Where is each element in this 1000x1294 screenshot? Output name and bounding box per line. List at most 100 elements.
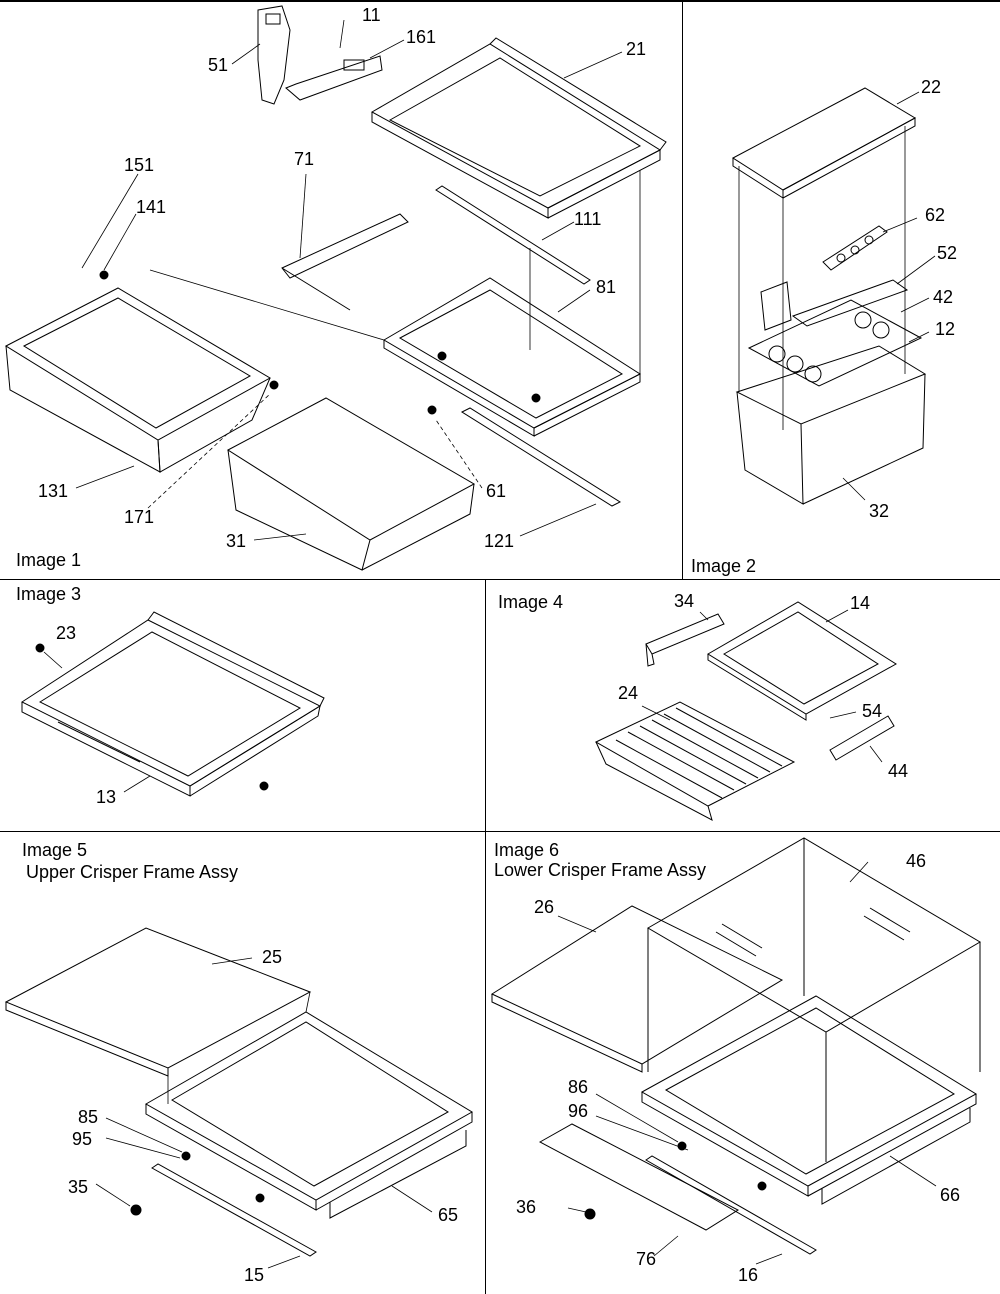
- image-2-exploded-view: [683, 0, 1000, 579]
- image-3-shelf: [0, 580, 485, 831]
- callout-24: 24: [618, 683, 639, 703]
- callout-151: 151: [124, 155, 155, 175]
- part-14-shelf: [708, 602, 896, 720]
- callout-51: 51: [208, 55, 229, 75]
- panel-image-4: Image 4 34 14 24 54 44: [486, 580, 1000, 831]
- image-4-exploded-view: [486, 580, 1000, 831]
- callout-25: 25: [262, 947, 283, 967]
- image-5-leader-lines: [96, 958, 432, 1268]
- callout-141: 141: [136, 197, 167, 217]
- part-22-lid: [733, 88, 915, 198]
- panel-5-title: Image 5: [22, 840, 88, 860]
- callout-44: 44: [888, 761, 909, 781]
- image-5-guide-lines: [168, 992, 310, 1104]
- part-21-shelf: [372, 38, 666, 218]
- callout-23: 23: [56, 623, 77, 643]
- top-border: [0, 0, 1000, 2]
- image-6-leader-lines: [558, 862, 936, 1264]
- part-16-rail: [646, 1156, 816, 1254]
- divider-vertical-top: [682, 0, 683, 580]
- part-71-rail: [282, 214, 408, 310]
- callout-22: 22: [921, 77, 942, 97]
- callout-76: 76: [636, 1249, 657, 1269]
- callout-121: 121: [484, 531, 515, 551]
- callout-16: 16: [738, 1265, 759, 1285]
- callout-42: 42: [933, 287, 954, 307]
- callout-65: 65: [438, 1205, 459, 1225]
- callout-85: 85: [78, 1107, 99, 1127]
- divider-horizontal-2: [0, 831, 1000, 832]
- image-6-exploded-view: [486, 832, 1000, 1294]
- callout-26: 26: [534, 897, 555, 917]
- image-2-guide-lines: [739, 126, 905, 430]
- panel-image-2: Image 2 22 62 52 42 12 32: [683, 0, 1000, 579]
- part-31-crisper: [228, 398, 474, 570]
- callout-13: 13: [96, 787, 117, 807]
- part-46-crisper-box: [648, 838, 980, 1162]
- part-81-frame: [384, 278, 640, 436]
- panel-image-6: Image 6 Lower Crisper Frame Assy 46 26 8…: [486, 832, 1000, 1294]
- callout-11: 11: [362, 5, 381, 25]
- image-1-screws: [100, 271, 540, 414]
- part-111-strip: [436, 186, 590, 284]
- callout-111: 111: [574, 209, 602, 229]
- panel-2-title: Image 2: [691, 556, 757, 576]
- callout-52: 52: [937, 243, 958, 263]
- part-42-egg-tray: [749, 300, 921, 386]
- part-51-bracket: [258, 6, 290, 104]
- callout-61: 61: [486, 481, 507, 501]
- divider-vertical-middle: [485, 580, 486, 1294]
- callout-131: 131: [38, 481, 69, 501]
- part-66-frame: [642, 996, 976, 1204]
- image-5-screws: [131, 1152, 264, 1215]
- image-1-exploded-view: [0, 0, 682, 579]
- callout-54: 54: [862, 701, 883, 721]
- image-3-leader-lines: [44, 652, 150, 792]
- callout-35: 35: [68, 1177, 89, 1197]
- callout-36: 36: [516, 1197, 537, 1217]
- part-26-glass-cover: [492, 906, 782, 1072]
- callout-46: 46: [906, 851, 927, 871]
- part-24-wire-basket: [596, 702, 794, 820]
- part-15-rail: [152, 1164, 316, 1256]
- part-65-frame: [146, 1012, 472, 1218]
- part-44-slide: [830, 716, 894, 760]
- part-34-slide: [646, 614, 724, 666]
- part-32-bin: [737, 346, 925, 504]
- image-4-leader-lines: [642, 610, 882, 762]
- image-2-leader-lines: [843, 92, 935, 500]
- part-161-latch: [286, 56, 382, 100]
- callout-86: 86: [568, 1077, 589, 1097]
- part-62-rack: [823, 226, 887, 270]
- callout-12: 12: [935, 319, 956, 339]
- callout-66: 66: [940, 1185, 961, 1205]
- callout-96: 96: [568, 1101, 589, 1121]
- panel-3-title: Image 3: [16, 584, 82, 604]
- panel-image-5: Image 5 Upper Crisper Frame Assy 25 85 9…: [0, 832, 485, 1294]
- callout-171: 171: [124, 507, 155, 527]
- image-3-screws: [36, 644, 268, 790]
- divider-horizontal-1: [0, 579, 1000, 580]
- panel-1-title: Image 1: [16, 550, 82, 570]
- image-5-exploded-view: [0, 832, 485, 1294]
- callout-81: 81: [596, 277, 617, 297]
- callout-14: 14: [850, 593, 871, 613]
- part-121-rail: [462, 408, 620, 506]
- callout-32: 32: [869, 501, 890, 521]
- panel-6-title: Image 6: [494, 840, 560, 860]
- callout-34: 34: [674, 591, 695, 611]
- part-131-drawer: [6, 288, 270, 472]
- part-76-cover-strip: [540, 1124, 738, 1230]
- callout-31: 31: [226, 531, 247, 551]
- callout-15: 15: [244, 1265, 265, 1285]
- image-6-screws: [585, 1142, 766, 1219]
- image-1-guide-lines: [150, 170, 640, 374]
- panel-image-1: Image 1 11 161 51 21 71 151 141 111 81 1…: [0, 0, 682, 579]
- panel-4-title: Image 4: [498, 592, 564, 612]
- callout-62: 62: [925, 205, 946, 225]
- panel-5-subtitle: Upper Crisper Frame Assy: [26, 862, 239, 882]
- callout-21: 21: [626, 39, 647, 59]
- panel-6-subtitle: Lower Crisper Frame Assy: [494, 860, 707, 880]
- callout-95: 95: [72, 1129, 93, 1149]
- image-1-leader-lines: [76, 20, 622, 540]
